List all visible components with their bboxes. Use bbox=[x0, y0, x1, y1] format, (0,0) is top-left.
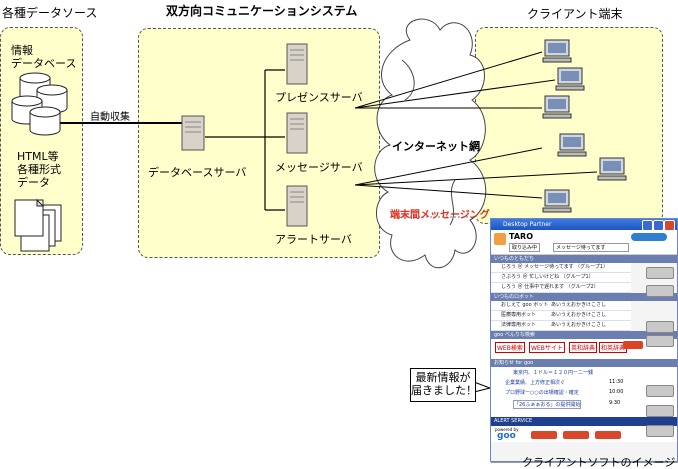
info-db-label: 情報 データベース bbox=[11, 44, 77, 70]
friend-row[interactable]: じろう ＠ メッセージ待ってます （グループ1） bbox=[491, 263, 631, 273]
search-tab[interactable]: WEBサイト bbox=[529, 342, 565, 353]
side-button[interactable] bbox=[646, 321, 674, 333]
robot-desc: あいうえおかきけこさし bbox=[551, 302, 607, 308]
auto-collect-label: 自動収集 bbox=[90, 112, 130, 123]
message-links bbox=[354, 147, 598, 199]
status-select[interactable]: 取り込み中 bbox=[509, 243, 541, 252]
news-time: 10:00 bbox=[609, 389, 624, 395]
alert-bar: ALERT SERVICE bbox=[491, 417, 677, 426]
search-go-button[interactable] bbox=[623, 341, 643, 349]
internet-cloud bbox=[374, 18, 487, 268]
robot-name: おしえて goo ボット bbox=[501, 302, 549, 308]
app-footer: powered by goo bbox=[491, 426, 677, 442]
alert-server-label: アラートサーバ bbox=[275, 233, 352, 246]
server-tree-lines bbox=[205, 69, 285, 211]
robot-row[interactable]: 法律専用ボット あいうえおかきけこさし bbox=[491, 321, 631, 331]
news-item[interactable]: プロ野球ー○○の出場確認・確定 bbox=[505, 390, 579, 396]
news-time: 11:30 bbox=[609, 379, 624, 385]
messaging-label: 端末間メッセージング bbox=[390, 210, 490, 221]
internet-label: インターネット網 bbox=[392, 140, 480, 153]
news-time: 9:30 bbox=[609, 400, 621, 406]
search-area: WEB検索 WEBサイト 英和辞典 和英辞典 bbox=[491, 339, 677, 359]
news-item[interactable]: 企業業績、上方修正相次ぐ bbox=[505, 380, 566, 386]
system-panel bbox=[138, 28, 380, 258]
side-button[interactable] bbox=[646, 425, 674, 437]
app-titlebar: Desktop Partner bbox=[491, 219, 677, 231]
avatar bbox=[494, 233, 506, 245]
client-title: クライアント端末 bbox=[527, 7, 623, 21]
db-server-label: データベースサーバ bbox=[148, 166, 247, 179]
presence-links bbox=[354, 51, 556, 109]
side-button[interactable] bbox=[646, 385, 674, 397]
powered-by-label: powered by bbox=[495, 427, 519, 432]
robot-row[interactable]: おしえて goo ボット あいうえおかきけこさし bbox=[491, 301, 631, 311]
footer-button[interactable] bbox=[595, 431, 621, 439]
robot-desc: あいうえおかきけこさし bbox=[551, 322, 607, 328]
news-item[interactable]: 東京円、１ドル＝１２０円ー二一銭 bbox=[513, 370, 594, 376]
side-button[interactable] bbox=[646, 267, 674, 279]
robot-row[interactable]: 医療専用ボット あいうえおかきけこさし bbox=[491, 311, 631, 321]
footer-button[interactable] bbox=[531, 431, 557, 439]
status-message[interactable]: メッセージ待ってます bbox=[553, 243, 629, 252]
system-title: 双方向コミュニケーションシステム bbox=[166, 4, 358, 18]
document-stack-icon bbox=[14, 198, 62, 252]
search-tab[interactable]: 英和辞典 bbox=[569, 342, 598, 353]
section-robots: いつものロボット bbox=[491, 293, 677, 301]
robot-name: 医療専用ボット bbox=[501, 312, 537, 318]
message-server-label: メッセージサーバ bbox=[275, 161, 363, 174]
robot-desc: あいうえおかきけこさし bbox=[551, 312, 607, 318]
client-app-window: Desktop Partner TARO 取り込み中 メッセージ待ってます いつ… bbox=[490, 218, 678, 462]
user-name: TARO bbox=[509, 232, 533, 241]
friend-row[interactable]: しろう ＠ 仕事中で遅れます （グループ2） bbox=[491, 283, 631, 293]
news-item[interactable]: 「26ふぁぁおる」の提供開始 bbox=[513, 400, 582, 409]
friend-row[interactable]: さぶろう ＠ 忙しいけどね （グループ1） bbox=[491, 273, 631, 283]
footer-button[interactable] bbox=[563, 431, 589, 439]
client-pc-icon bbox=[542, 39, 627, 213]
section-news: お知らせ for goo bbox=[491, 359, 677, 367]
presence-server-label: プレゼンスサーバ bbox=[275, 91, 363, 104]
notification-callout: 最新情報が 届きました！ bbox=[410, 368, 477, 402]
database-icon bbox=[11, 72, 68, 136]
side-button[interactable] bbox=[646, 405, 674, 417]
server-icon bbox=[181, 43, 308, 227]
app-title: Desktop Partner bbox=[503, 221, 552, 228]
docs-label: HTML等 各種形式 データ bbox=[17, 150, 61, 189]
goo-logo: goo bbox=[497, 431, 516, 441]
section-search: goo べんりな検索 bbox=[491, 331, 677, 339]
app-header: TARO 取り込み中 メッセージ待ってます bbox=[491, 230, 677, 255]
client-soft-caption: クライアントソフトのイメージ bbox=[522, 456, 676, 469]
section-friends: いつものともだち bbox=[491, 255, 677, 263]
side-button[interactable] bbox=[646, 285, 674, 297]
header-top-button[interactable] bbox=[631, 233, 667, 241]
search-tab[interactable]: WEB検索 bbox=[495, 342, 525, 353]
side-button[interactable] bbox=[646, 335, 674, 347]
data-source-title: 各種データソース bbox=[2, 6, 98, 20]
robot-name: 法律専用ボット bbox=[501, 322, 537, 328]
